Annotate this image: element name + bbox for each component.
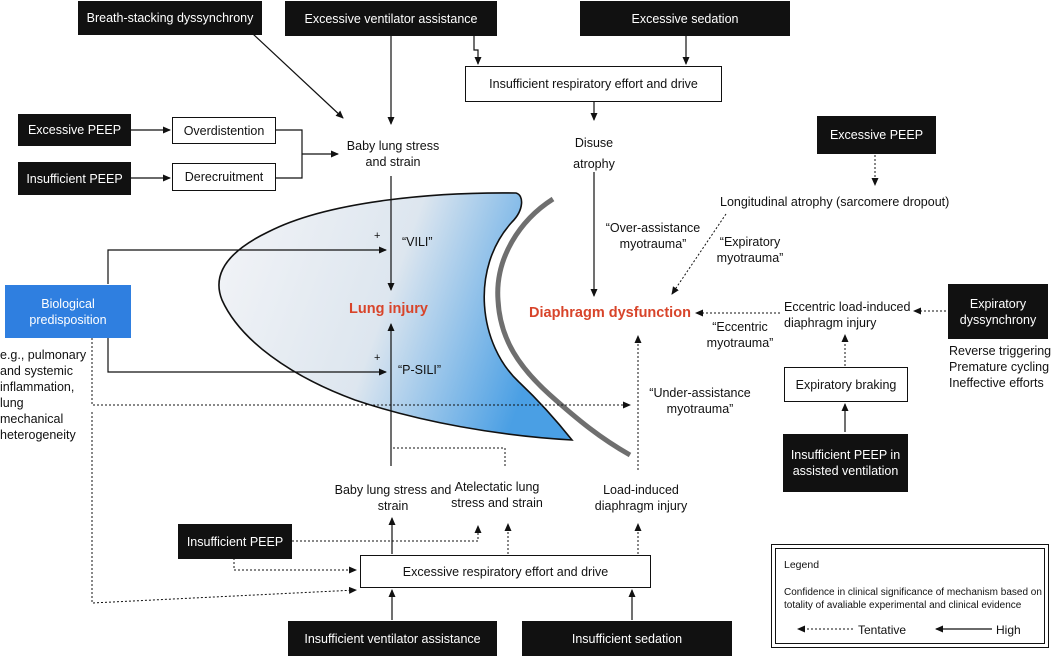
legend-high-label: High — [996, 623, 1021, 637]
baby-lung-top-label: Baby lung stress and strain — [346, 139, 440, 169]
legend-note: Confidence in clinical significance of m… — [784, 587, 1042, 611]
insufficient-sedation-label: Insufficient sedation — [571, 631, 683, 646]
insufficient-effort-box: Insufficient respiratory effort and driv… — [465, 66, 722, 102]
legend-tentative-label: Tentative — [858, 623, 907, 637]
eccentric-injury-label: Eccentric load-induced diaphragm injury — [784, 300, 911, 330]
excessive-vent-assist-label: Excessive ventilator assistance — [304, 11, 478, 26]
expiratory-braking-box: Expiratory braking — [784, 367, 908, 402]
expiratory-braking-label: Expiratory braking — [795, 377, 897, 392]
excessive-sedation-box: Excessive sedation — [580, 1, 790, 36]
insufficient-peep-bottom-box: Insufficient PEEP — [178, 524, 292, 559]
legend: Legend Confidence in clinical significan… — [771, 544, 1049, 648]
insufficient-peep-bottom-label: Insufficient PEEP — [186, 534, 284, 549]
excessive-effort-label: Excessive respiratory effort and drive — [402, 564, 609, 579]
legend-frame: Legend Confidence in clinical significan… — [775, 548, 1045, 644]
bio-examples-label: e.g., pulmonary and systemic inflammatio… — [0, 348, 87, 442]
insufficient-peep-left-box: Insufficient PEEP — [18, 162, 131, 195]
under-assistance-label: “Under-assistance myotrauma” — [649, 386, 751, 416]
excessive-sedation-label: Excessive sedation — [631, 11, 739, 26]
longitudinal-atrophy-label: Longitudinal atrophy (sarcomere dropout) — [720, 195, 950, 209]
excessive-peep-left-box: Excessive PEEP — [18, 114, 131, 146]
excessive-peep-right-label: Excessive PEEP — [829, 128, 924, 142]
load-induced-label: Load-induced diaphragm injury — [594, 483, 688, 513]
arrow-vent-assist-effort — [473, 36, 482, 65]
eccentric-myotrauma-label: “Eccentric myotrauma” — [706, 320, 774, 350]
atelectatic-label: Atelectatic lung stress and strain — [451, 480, 543, 510]
expiratory-myotrauma-label: “Expiratory myotrauma” — [716, 235, 784, 265]
derecruitment-label: Derecruitment — [184, 170, 264, 184]
bracket-peep-to-baby-lung — [276, 129, 339, 179]
plus-psili: + — [374, 352, 381, 364]
biological-predisposition-box: Biological predisposition — [5, 285, 131, 338]
lung-shape — [218, 192, 574, 441]
excessive-effort-box: Excessive respiratory effort and drive — [360, 555, 651, 588]
plus-vili: + — [374, 230, 381, 242]
arrow-breath-stacking — [252, 33, 344, 119]
psili-label: “P-SILI” — [398, 363, 442, 377]
excessive-peep-left-label: Excessive PEEP — [27, 123, 122, 137]
expiratory-dyssynchrony-label: Expiratory dyssynchrony — [959, 296, 1037, 327]
insufficient-vent-assist-box: Insufficient ventilator assistance — [288, 621, 497, 656]
insufficient-peep-assisted-label: Insufficient PEEP in assisted ventilatio… — [790, 448, 901, 478]
lung-injury-label: Lung injury — [349, 301, 428, 317]
insufficient-effort-label: Insufficient respiratory effort and driv… — [489, 77, 698, 91]
over-assistance-label: “Over-assistance myotrauma” — [605, 221, 701, 251]
biological-predisposition-label: Biological predisposition — [29, 296, 107, 327]
insufficient-sedation-box: Insufficient sedation — [522, 621, 732, 656]
excessive-peep-right-box: Excessive PEEP — [817, 116, 936, 154]
excessive-vent-assist-box: Excessive ventilator assistance — [285, 1, 497, 36]
overdistention-box: Overdistention — [172, 117, 276, 144]
baby-lung-bottom-label: Baby lung stress and strain — [334, 483, 452, 513]
expiratory-dyssynchrony-box: Expiratory dyssynchrony — [948, 284, 1048, 339]
diaphragm-dysfunction-label: Diaphragm dysfunction — [529, 305, 691, 321]
breath-stacking-label: Breath-stacking dyssynchrony — [86, 11, 254, 25]
insufficient-peep-assisted-box: Insufficient PEEP in assisted ventilatio… — [783, 434, 908, 492]
vili-label: “VILI” — [402, 235, 433, 249]
insufficient-vent-assist-label: Insufficient ventilator assistance — [304, 631, 481, 646]
derecruitment-box: Derecruitment — [172, 163, 276, 191]
insufficient-peep-left-label: Insufficient PEEP — [26, 171, 123, 186]
disuse-atrophy-label: Disuse atrophy — [573, 136, 615, 171]
breath-stacking-box: Breath-stacking dyssynchrony — [78, 1, 262, 35]
diaphragm-curve — [495, 196, 632, 458]
legend-title: Legend — [784, 559, 820, 571]
dyssynchrony-types-label: Reverse triggering Premature cycling Ine… — [949, 344, 1051, 390]
overdistention-label: Overdistention — [183, 123, 265, 138]
